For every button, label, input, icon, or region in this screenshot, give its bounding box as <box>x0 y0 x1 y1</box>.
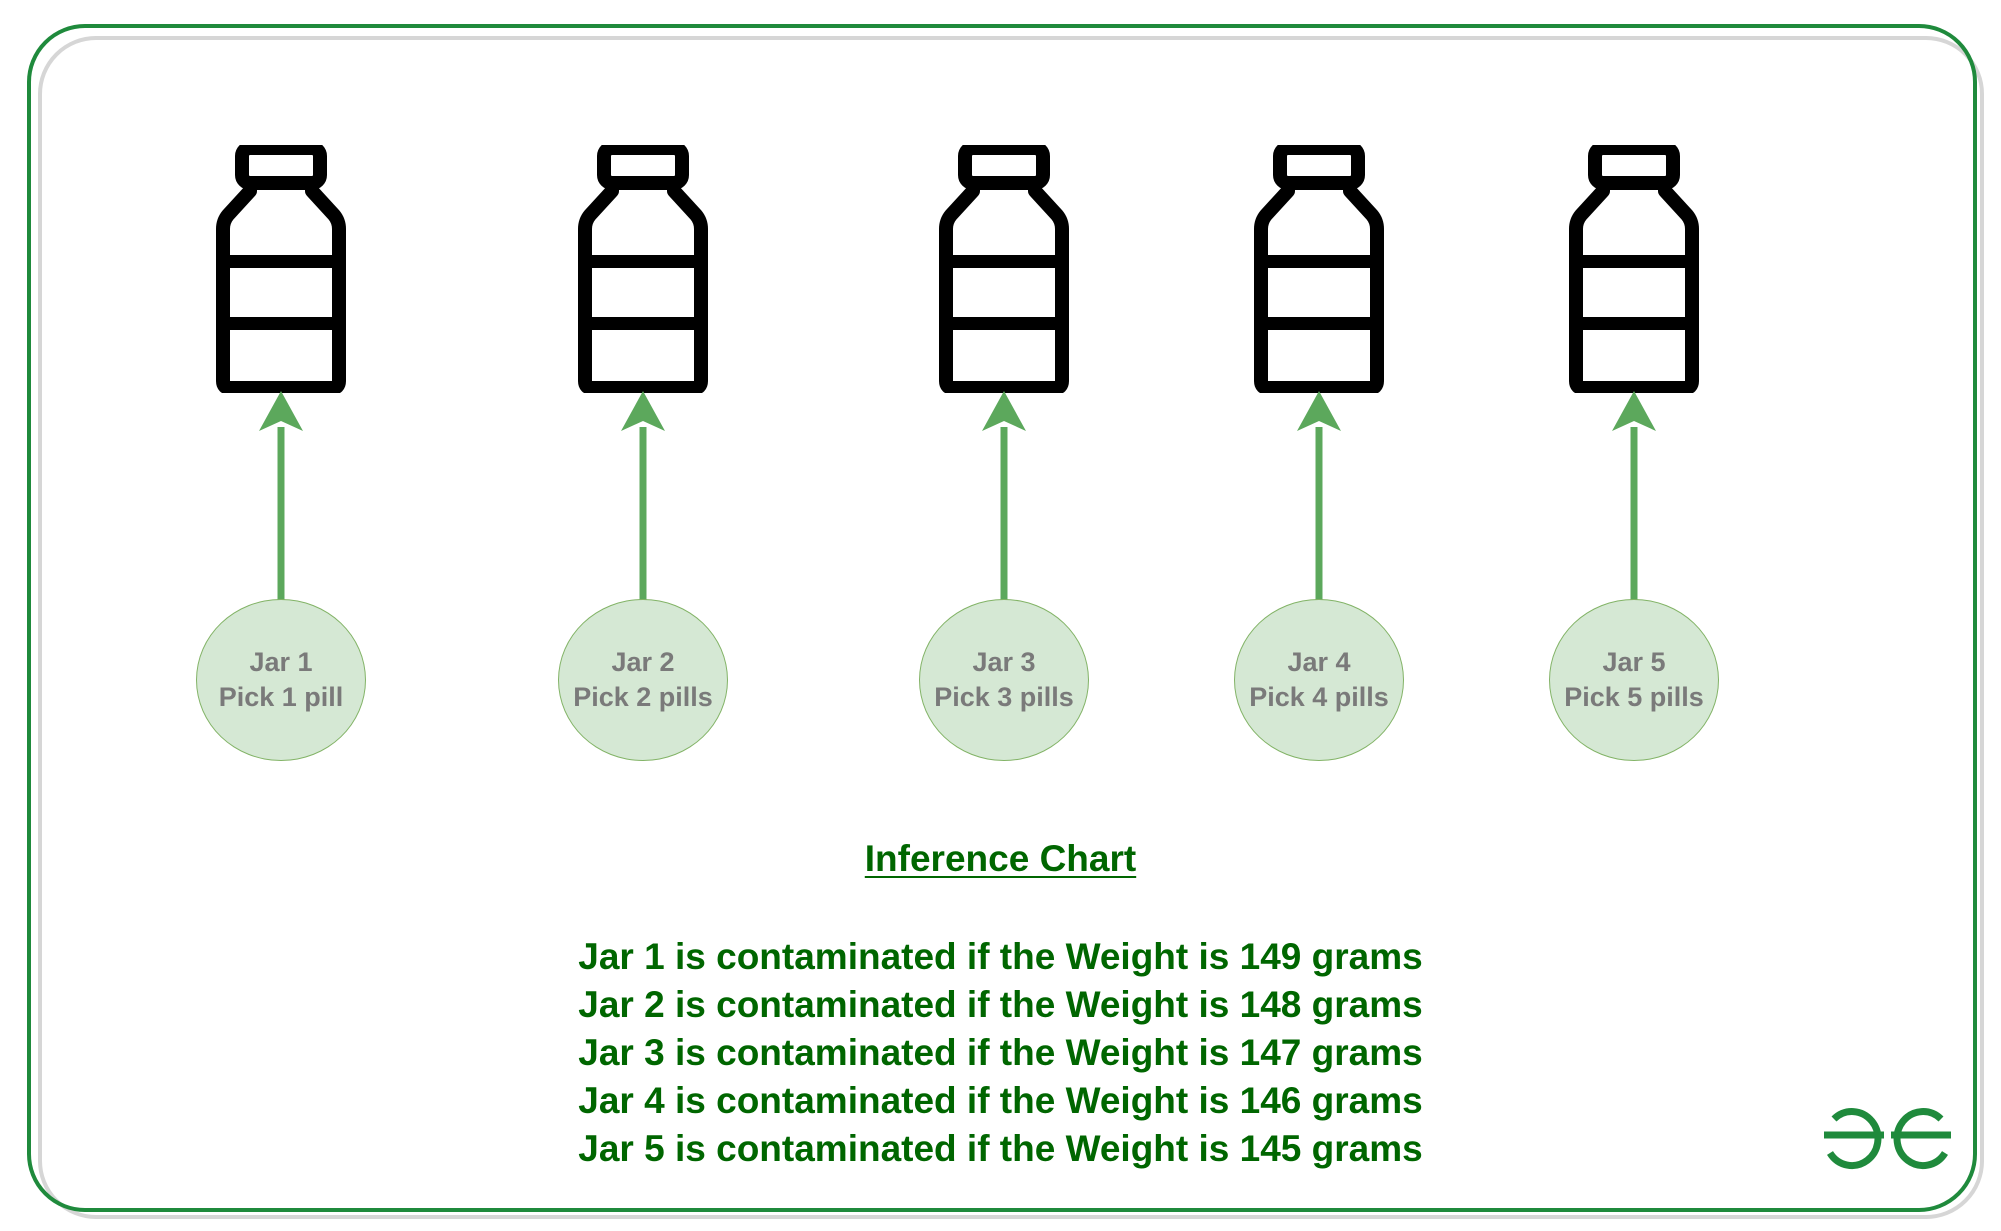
jar-circle: Jar 4 Pick 4 pills <box>1234 599 1404 761</box>
jar-circle: Jar 1 Pick 1 pill <box>196 599 366 761</box>
gfg-logo <box>1824 1108 1951 1169</box>
jar-name: Jar 4 <box>1287 647 1351 677</box>
jar-name: Jar 1 <box>249 647 313 677</box>
bottle-icon <box>578 145 708 393</box>
inference-title: Inference Chart <box>864 838 1137 879</box>
jar-name: Jar 5 <box>1602 647 1666 677</box>
jar-instruction: Pick 3 pills <box>934 682 1074 712</box>
inference-line: Jar 4 is contaminated if the Weight is 1… <box>578 1080 1423 1121</box>
jar-unit-5: Jar 5 Pick 5 pills <box>1539 145 1729 765</box>
jar-unit-3: Jar 3 Pick 3 pills <box>909 145 1099 765</box>
bottle-icon <box>1569 145 1699 393</box>
inference-line: Jar 2 is contaminated if the Weight is 1… <box>578 984 1423 1025</box>
diagram-frame <box>27 24 1977 1212</box>
bottle-icon <box>1254 145 1384 393</box>
jar-instruction: Pick 5 pills <box>1564 682 1704 712</box>
jar-circle: Jar 2 Pick 2 pills <box>558 599 728 761</box>
inference-list: Jar 1 is contaminated if the Weight is 1… <box>0 933 2001 1173</box>
jar-unit-4: Jar 4 Pick 4 pills <box>1224 145 1414 765</box>
jar-instruction: Pick 2 pills <box>573 682 713 712</box>
bottle-icon <box>939 145 1069 393</box>
jar-circle: Jar 3 Pick 3 pills <box>919 599 1089 761</box>
jar-name: Jar 3 <box>972 647 1036 677</box>
inference-line: Jar 5 is contaminated if the Weight is 1… <box>578 1128 1423 1169</box>
jar-name: Jar 2 <box>611 647 675 677</box>
frame-shadow <box>38 36 1984 1219</box>
inference-line: Jar 3 is contaminated if the Weight is 1… <box>578 1032 1423 1073</box>
jar-instruction: Pick 1 pill <box>218 682 344 712</box>
jar-instruction: Pick 4 pills <box>1249 682 1389 712</box>
jar-unit-2: Jar 2 Pick 2 pills <box>548 145 738 765</box>
bottle-icon <box>216 145 346 393</box>
jar-unit-1: Jar 1 Pick 1 pill <box>186 145 376 765</box>
inference-line: Jar 1 is contaminated if the Weight is 1… <box>578 936 1423 977</box>
jar-circle: Jar 5 Pick 5 pills <box>1549 599 1719 761</box>
